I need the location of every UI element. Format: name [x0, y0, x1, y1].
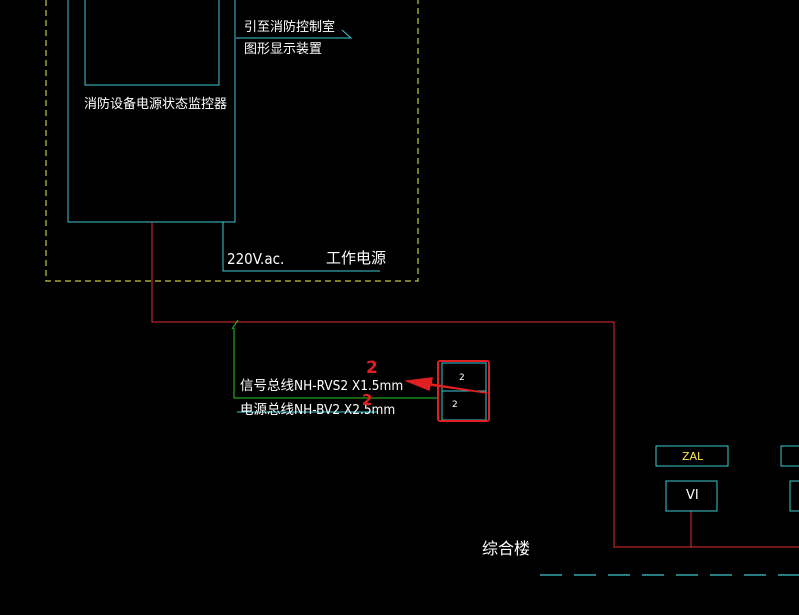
label-route-to-control-room: 引至消防控制室 [244, 20, 336, 35]
terminal-number-bottom: 2 [452, 400, 458, 410]
annotation-mark-lower: 2 [362, 391, 373, 409]
green-tick [231, 319, 239, 330]
vi-box-partial [789, 480, 799, 512]
annotation-highlight-box [437, 360, 490, 422]
label-building: 综合楼 [482, 539, 531, 558]
label-zal: ZAL [682, 450, 704, 463]
inner-display-box [84, 0, 220, 86]
label-power-bus: 电源总线NH-BV2 X2.5mm [240, 402, 396, 418]
label-voltage: 220V.ac. [227, 250, 285, 268]
terminal-number-top: 2 [459, 373, 465, 383]
zal-box [655, 445, 729, 467]
label-signal-bus: 信号总线NH-RVS2 X1.5mm [240, 378, 404, 394]
red-trunk-line [151, 222, 799, 548]
annotation-arrow-icon [404, 377, 488, 394]
vi-box [665, 480, 718, 512]
leader-line-power [222, 222, 380, 272]
zal-box-partial [780, 445, 799, 467]
label-graphic-display: 图形显示装置 [244, 42, 323, 57]
label-working-power: 工作电源 [326, 249, 387, 267]
annotation-mark-upper: 2 [366, 358, 378, 378]
leader-line-control-room [236, 29, 353, 39]
dashed-enclosure [45, 0, 419, 282]
green-bus-line [233, 328, 438, 399]
label-vi: VI [686, 488, 699, 503]
label-power-monitor: 消防设备电源状态监控器 [84, 97, 228, 112]
